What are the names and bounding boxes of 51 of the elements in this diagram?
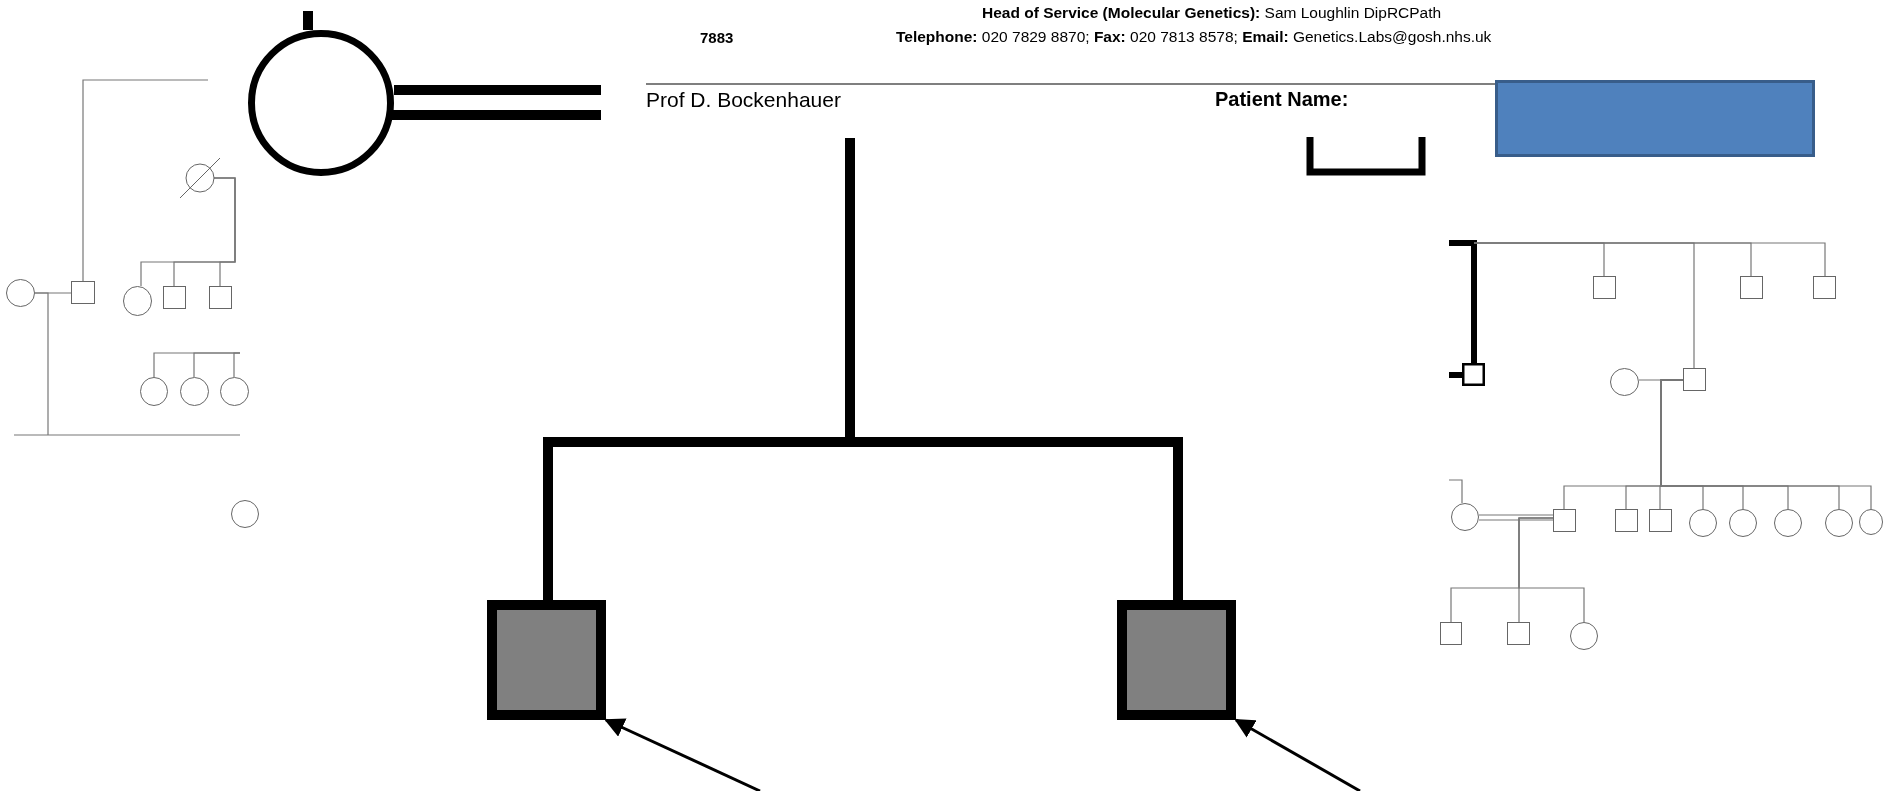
arrow — [1234, 718, 1361, 791]
circle-symbol — [1610, 368, 1639, 396]
pedigree-line — [233, 352, 241, 378]
circle-symbol — [140, 377, 168, 406]
square-symbol — [1649, 509, 1672, 532]
pedigree-line — [1449, 372, 1462, 378]
pedigree-line — [1478, 514, 1554, 521]
filled-rectangle — [1495, 80, 1815, 157]
square-symbol — [1740, 276, 1763, 299]
square-symbol — [1462, 363, 1485, 386]
square-symbol — [1553, 509, 1576, 532]
square-symbol — [1440, 622, 1462, 645]
pedigree-line — [303, 11, 313, 30]
contact-text: Telephone: 020 7829 8870; Fax: 020 7813 8578; Email: Genetics.Labs@gosh.nhs.uk — [896, 28, 1492, 46]
circle-symbol — [180, 377, 209, 406]
square-symbol — [209, 286, 232, 309]
crossed-circle-symbol — [180, 158, 220, 198]
square-symbol — [1683, 368, 1706, 391]
circle-symbol — [1825, 509, 1853, 537]
square-symbol — [1615, 509, 1638, 532]
circle-symbol — [1774, 509, 1802, 537]
shaded-square-symbol — [1117, 600, 1236, 720]
circle-symbol — [1689, 509, 1717, 537]
circle-symbol — [248, 30, 394, 176]
square-symbol — [1593, 276, 1616, 299]
pedigree-line — [1449, 240, 1477, 363]
square-symbol — [163, 286, 186, 309]
square-symbol — [71, 281, 95, 304]
circle-symbol — [1451, 503, 1479, 531]
field-label: Patient Name: — [1215, 88, 1349, 111]
pedigree-line — [1518, 517, 1585, 623]
shaded-square-symbol — [487, 600, 606, 720]
circle-symbol — [1859, 509, 1883, 535]
circle-symbol — [123, 286, 152, 316]
id-number: 7883 — [700, 29, 734, 46]
pedigree-line — [1473, 242, 1826, 277]
square-symbol — [1813, 276, 1836, 299]
pedigree-line — [1660, 379, 1872, 510]
circle-symbol — [231, 500, 259, 528]
name-text: Prof D. Bockenhauer — [646, 88, 841, 112]
circle-symbol — [1729, 509, 1757, 537]
circle-symbol — [220, 377, 249, 406]
circle-symbol — [6, 279, 35, 307]
square-symbol — [1507, 622, 1530, 645]
pedigree-line — [1448, 479, 1463, 504]
arrow — [604, 718, 761, 791]
circle-symbol — [1570, 622, 1598, 650]
header-text: Head of Service (Molecular Genetics): Sam Loughlin DipRCPath — [982, 4, 1442, 22]
pedigree-line — [13, 292, 241, 436]
pedigree-line — [213, 177, 236, 287]
pedigree-line — [82, 79, 209, 282]
